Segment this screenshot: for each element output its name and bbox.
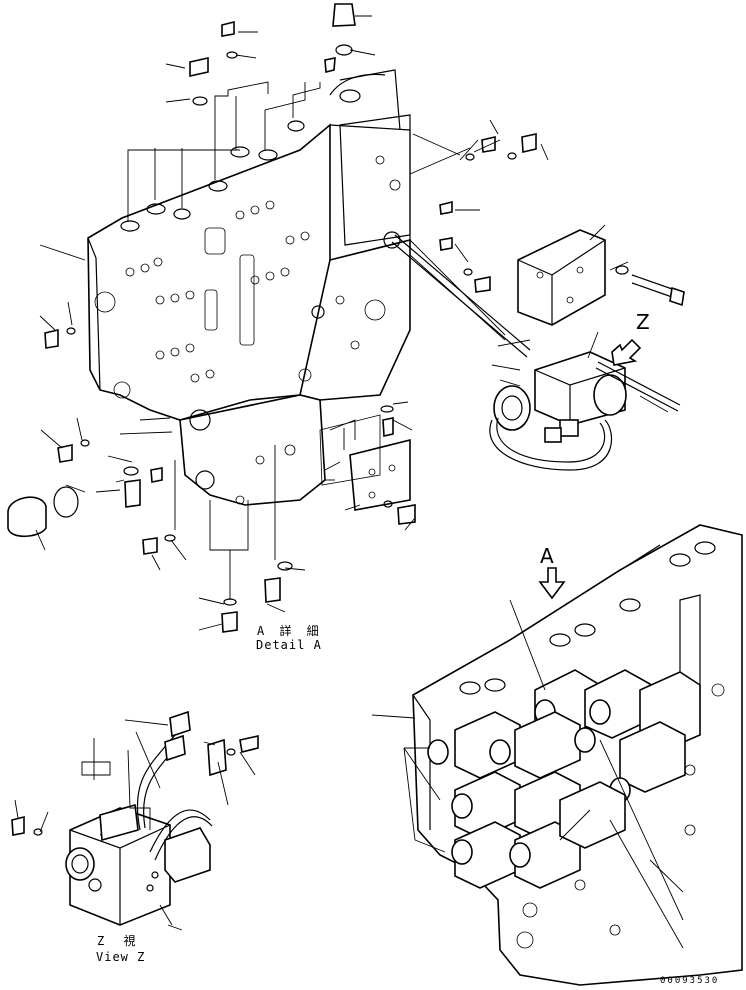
- detail-a-leaders: [371, 599, 684, 949]
- detail-a-solenoids: [427, 669, 701, 889]
- view-z-solenoid: [11, 710, 259, 926]
- right-section-body: [299, 114, 411, 401]
- long-bolt: [615, 265, 685, 307]
- detail-a-marker-label: A: [540, 544, 554, 568]
- view-z-caption-jp: Z 視: [97, 934, 142, 948]
- detail-a-arrow: [538, 567, 566, 600]
- top-ports: [120, 89, 361, 232]
- drawing-number: 00093530: [660, 976, 720, 986]
- fasteners-top: [189, 3, 537, 293]
- detail-a-caption-jp: A 詳 細: [257, 624, 323, 638]
- fasteners-left: [7, 327, 416, 633]
- view-z-marker-label: Z: [636, 310, 650, 334]
- solenoid-valve-assembly: [489, 351, 681, 471]
- leader-lines-upper: [35, 15, 669, 631]
- detail-a-caption: Detail A: [256, 638, 322, 652]
- face-ports: [125, 200, 310, 383]
- view-z-leaders: [14, 719, 256, 931]
- section-outline-lines: [119, 140, 506, 600]
- adapter-block: [517, 229, 606, 326]
- view-z-arrow: [611, 338, 642, 366]
- lower-section-body: [179, 368, 326, 506]
- view-z-caption: View Z: [96, 950, 146, 964]
